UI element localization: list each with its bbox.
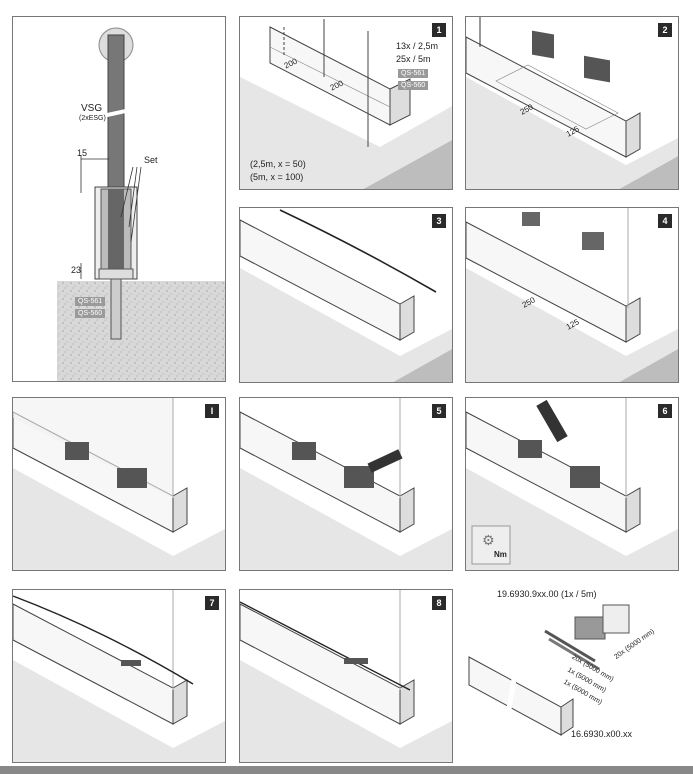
- panel-step-8: 8: [239, 589, 453, 763]
- step-6-drawing: [466, 398, 678, 570]
- tag-qs-561: QS-561: [75, 297, 106, 306]
- qty-line-1: 13x / 2,5m: [396, 41, 439, 51]
- panel-step-4: 4 250 125: [465, 207, 679, 383]
- parts-drawing: [468, 604, 630, 736]
- panel-step-3: 3: [239, 207, 453, 383]
- step-badge: 7: [205, 596, 219, 610]
- step-i-drawing: [13, 398, 225, 570]
- panel-step-5: 5: [239, 397, 453, 571]
- dim-15-label: 15: [77, 148, 88, 158]
- step-8-drawing: [240, 590, 452, 762]
- panel-step-6: 6 ⚙ Nm: [465, 397, 679, 571]
- tag-qs-561: QS-561: [398, 69, 429, 78]
- step-badge: 5: [432, 404, 446, 418]
- footer-bar: [0, 766, 693, 774]
- qty-line-2: 25x / 5m: [396, 54, 431, 64]
- step-1-drawing: [240, 19, 452, 189]
- torque-wrench-icon: ⚙: [482, 532, 495, 548]
- panel-overview: VSG (2xESG) 15 Set 23 QS-561 QS-560: [12, 16, 226, 382]
- vsg-label: VSG: [81, 103, 103, 114]
- panel-step-1: 1 200 200 13x / 2,5m 25x / 5m QS-561 QS-…: [239, 16, 453, 190]
- step-3-drawing: [240, 209, 452, 382]
- step-badge: 6: [658, 404, 672, 418]
- step-badge: 1: [432, 23, 446, 37]
- panel-step-2: 2 250 125: [465, 16, 679, 190]
- step-4-drawing: [466, 208, 678, 382]
- tag-qs-560: QS-560: [75, 309, 106, 318]
- panel-step-7: 7: [12, 589, 226, 763]
- step-badge: 4: [658, 214, 672, 228]
- article-number-bottom: 16.6930.x00.xx: [571, 729, 633, 739]
- set-label: Set: [144, 155, 158, 165]
- step-5-drawing: [240, 398, 452, 570]
- step-badge: I: [205, 404, 219, 418]
- step-badge: 3: [432, 214, 446, 228]
- note-line-1: (2,5m, x = 50): [250, 159, 306, 169]
- step-7-drawing: [13, 590, 225, 762]
- anchor-bolt: [110, 278, 122, 340]
- dim-23-label: 23: [71, 265, 82, 275]
- parts-list: 19.6930.9xx.00 (1x / 5m) 20x (5000 mm) 2…: [465, 589, 685, 765]
- tag-qs-560: QS-560: [398, 81, 429, 90]
- panel-step-i: I: [12, 397, 226, 571]
- nm-label: Nm: [494, 550, 507, 559]
- step-badge: 2: [658, 23, 672, 37]
- step-badge: 8: [432, 596, 446, 610]
- vsg-sub-label: (2xESG): [79, 115, 106, 122]
- note-line-2: (5m, x = 100): [250, 172, 304, 182]
- step-2-drawing: [466, 17, 678, 189]
- overview-drawing: [57, 27, 225, 381]
- article-number-top: 19.6930.9xx.00 (1x / 5m): [497, 589, 597, 599]
